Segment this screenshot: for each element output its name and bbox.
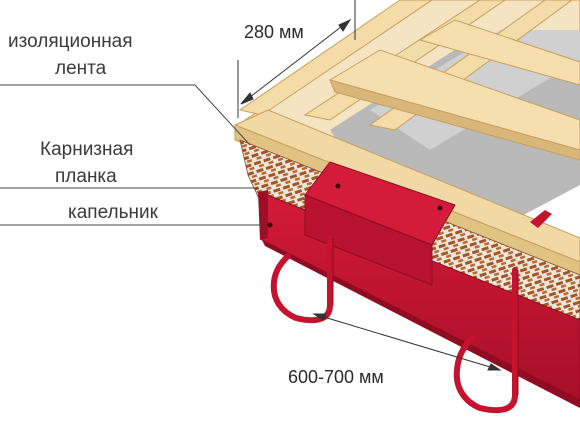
battens bbox=[328, 19, 580, 161]
dimension-280 bbox=[237, 0, 356, 118]
dimension-600-700-label: 600-700 мм bbox=[288, 367, 384, 387]
dimension-600-700 bbox=[312, 313, 502, 371]
nail-marker bbox=[530, 210, 552, 228]
insulation-label-line1: изоляционная bbox=[8, 31, 133, 52]
eaves-plank-overlap bbox=[267, 161, 456, 286]
dimension-280-label: 280 мм bbox=[244, 22, 304, 42]
leader-lines bbox=[0, 84, 262, 226]
drip-label: капельник bbox=[68, 202, 159, 223]
eaves-label-line2: планка bbox=[55, 166, 117, 187]
insulation-label-line2: лента bbox=[55, 58, 107, 79]
eaves-label-line1: Карнизная bbox=[40, 139, 133, 160]
